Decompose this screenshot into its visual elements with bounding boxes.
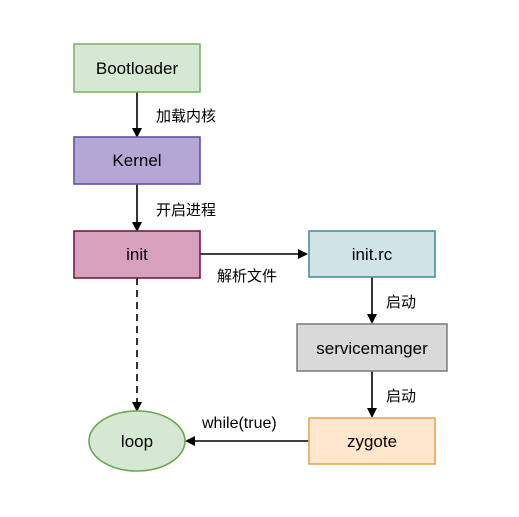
node-loop[interactable]: loop: [88, 410, 186, 472]
nodes: Bootloader Kernel init init.rc servicema…: [73, 43, 448, 472]
edge-label-servicemanger-zygote: 启动: [386, 387, 416, 405]
edge-label-zygote-loop: while(true): [201, 415, 277, 432]
node-label-zygote: zygote: [347, 432, 397, 451]
node-label-loop: loop: [121, 432, 153, 451]
node-init[interactable]: init: [73, 230, 201, 279]
node-label-initrc: init.rc: [352, 245, 393, 264]
edge-label-bootloader-kernel: 加载内核: [156, 107, 216, 125]
node-label-init: init: [126, 245, 148, 264]
node-kernel[interactable]: Kernel: [73, 136, 201, 185]
edges: 加载内核 开启进程 解析文件 启动 启动 while(true): [132, 92, 416, 446]
node-label-kernel: Kernel: [112, 151, 161, 170]
edge-label-kernel-init: 开启进程: [156, 201, 216, 219]
node-bootloader[interactable]: Bootloader: [73, 43, 201, 93]
node-servicemanger[interactable]: servicemanger: [296, 323, 448, 372]
node-zygote[interactable]: zygote: [308, 417, 436, 465]
node-label-bootloader: Bootloader: [96, 59, 179, 78]
edge-label-init-initrc: 解析文件: [217, 267, 277, 285]
edge-label-initrc-servicemanger: 启动: [386, 293, 416, 311]
node-label-servicemanger: servicemanger: [316, 339, 428, 358]
node-initrc[interactable]: init.rc: [308, 230, 436, 278]
